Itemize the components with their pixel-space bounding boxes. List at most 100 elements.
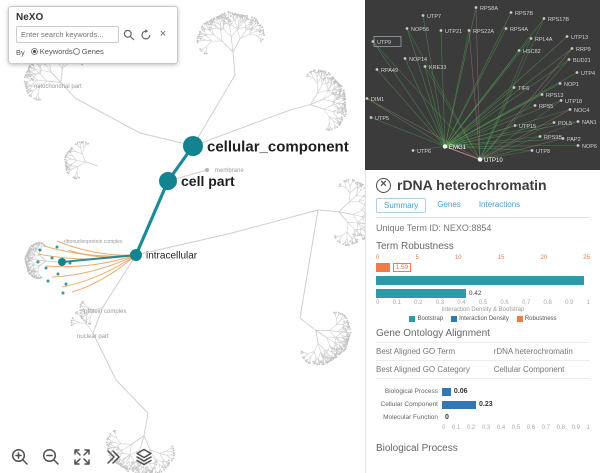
network-node-label[interactable]: EMG1 <box>449 145 467 151</box>
network-node-utp8[interactable] <box>530 149 534 152</box>
expand-tree-button[interactable] <box>101 445 125 469</box>
network-node-kre33[interactable] <box>423 65 427 68</box>
network-node-label[interactable]: UTP8 <box>536 149 550 155</box>
network-node-utp15[interactable] <box>513 124 517 127</box>
network-node-label[interactable]: NOP56 <box>411 27 429 33</box>
fit-screen-button[interactable] <box>70 445 94 469</box>
tree-term-label[interactable]: nuclear part <box>77 334 109 340</box>
network-node-label[interactable]: POL5 <box>558 121 572 127</box>
network-node-bud21[interactable] <box>567 58 571 61</box>
tab-interactions[interactable]: Interactions <box>478 200 521 209</box>
network-node-label[interactable]: RPS13 <box>546 93 563 99</box>
tab-summary[interactable]: Summary <box>376 198 427 213</box>
tree-node-label[interactable]: cell part <box>181 173 235 189</box>
tree-term-label[interactable]: mitochondrial part <box>34 84 82 90</box>
network-node-utp10[interactable] <box>477 157 483 162</box>
network-node-emg1[interactable] <box>442 144 448 149</box>
network-node-rps17b[interactable] <box>542 17 546 20</box>
close-icon[interactable]: × <box>376 177 391 193</box>
network-node-utp21[interactable] <box>439 29 443 32</box>
network-node-label[interactable]: RPS8A <box>480 6 498 12</box>
network-node-label[interactable]: BUD21 <box>573 58 591 64</box>
network-node-rps8a[interactable] <box>474 6 478 9</box>
network-node-noc4[interactable] <box>568 108 572 111</box>
search-input[interactable] <box>16 26 119 43</box>
network-node-rps4a[interactable] <box>504 27 508 30</box>
network-node-rpl4a[interactable] <box>529 37 533 40</box>
network-node-label[interactable]: UTP18 <box>565 99 582 105</box>
network-node-rps7b[interactable] <box>509 11 513 14</box>
network-node-pol5[interactable] <box>552 121 556 124</box>
network-node-label[interactable]: UTP21 <box>445 29 462 35</box>
network-node-label[interactable]: UTP13 <box>571 35 588 41</box>
network-node-label[interactable]: UTP9 <box>377 40 391 46</box>
network-node-rps5[interactable] <box>533 104 537 107</box>
network-node-label[interactable]: DIM1 <box>371 97 384 103</box>
network-node-nop14[interactable] <box>403 57 407 60</box>
network-node-label[interactable]: RPS5 <box>539 104 553 110</box>
zoom-out-button[interactable] <box>39 445 63 469</box>
network-node-nop6[interactable] <box>576 144 580 147</box>
network-node-label[interactable]: RPS4A <box>510 27 528 33</box>
radio-genes[interactable]: Genes <box>72 47 104 56</box>
network-node-label[interactable]: UTP5 <box>375 116 389 122</box>
network-node-label[interactable]: RPL4A <box>535 37 553 43</box>
network-node-utp13[interactable] <box>565 35 569 38</box>
tree-term-label[interactable]: protein complex <box>84 309 126 315</box>
network-node-tif6[interactable] <box>512 86 516 89</box>
radio-keywords[interactable]: Keywords <box>30 47 73 56</box>
network-node-label[interactable]: RRP9 <box>576 47 591 53</box>
network-node-label[interactable]: RPS7B <box>515 11 533 17</box>
network-node-label[interactable]: NOP14 <box>409 57 427 63</box>
tree-term-label[interactable]: membrane <box>215 168 244 174</box>
network-node-utp18[interactable] <box>559 99 563 102</box>
network-node-rps9b[interactable] <box>538 135 542 138</box>
tree-node-cellular-component[interactable] <box>183 136 203 156</box>
network-node-label[interactable]: UTP4 <box>581 71 595 77</box>
tree-node-label[interactable]: intracellular <box>146 251 198 262</box>
tree-node-intracellular[interactable] <box>130 249 142 261</box>
network-node-nop1[interactable] <box>558 82 562 85</box>
network-node-utp5[interactable] <box>369 116 373 119</box>
network-node-label[interactable]: NOC4 <box>574 108 589 114</box>
network-node-nop56[interactable] <box>405 27 409 30</box>
network-node-label[interactable]: UTP15 <box>519 124 536 130</box>
network-node-rrp9[interactable] <box>570 47 574 50</box>
zoom-in-button[interactable] <box>8 445 32 469</box>
network-node-label[interactable]: RPS22A <box>473 29 494 35</box>
network-node-label[interactable]: NOP6 <box>582 144 597 150</box>
network-node-label[interactable]: UTP10 <box>484 158 503 164</box>
network-node-utp9[interactable] <box>371 40 375 43</box>
tree-term-label[interactable]: ribonucleoprotein complex <box>64 239 123 245</box>
layers-button[interactable] <box>132 445 156 469</box>
network-node-label[interactable]: RPA49 <box>381 68 398 74</box>
network-node-label[interactable]: RPS17B <box>548 17 569 23</box>
network-node-utp4[interactable] <box>575 71 579 74</box>
network-node-label[interactable]: UTP6 <box>417 149 431 155</box>
network-node-label[interactable]: UTP7 <box>427 14 441 20</box>
network-node-label[interactable]: HSC82 <box>523 49 541 55</box>
network-node-utp7[interactable] <box>421 14 425 17</box>
network-node-label[interactable]: RPS9B <box>544 135 562 141</box>
network-node-label[interactable]: TIF6 <box>518 86 529 92</box>
network-node-pap2[interactable] <box>561 137 565 140</box>
network-node-dim1[interactable] <box>365 97 369 100</box>
search-icon[interactable] <box>122 28 136 42</box>
network-node-label[interactable]: NAN1 <box>582 120 597 126</box>
tree-node-cell-part[interactable] <box>159 172 177 190</box>
reset-icon[interactable] <box>139 28 153 42</box>
network-node-nan1[interactable] <box>576 120 580 123</box>
network-node-label[interactable]: KRE33 <box>429 65 446 71</box>
network-node-hsc82[interactable] <box>517 49 521 52</box>
tab-genes[interactable]: Genes <box>437 200 461 209</box>
network-node-utp6[interactable] <box>411 149 415 152</box>
network-node-label[interactable]: PAP2 <box>567 137 581 143</box>
tree-node-label[interactable]: cellular_component <box>207 138 349 155</box>
clear-icon[interactable]: × <box>159 28 167 40</box>
network-node-rps13[interactable] <box>540 93 544 96</box>
network-node-label[interactable]: NOP1 <box>564 82 579 88</box>
network-node-rps22a[interactable] <box>467 29 471 32</box>
network-node-rpa49[interactable] <box>375 68 379 71</box>
